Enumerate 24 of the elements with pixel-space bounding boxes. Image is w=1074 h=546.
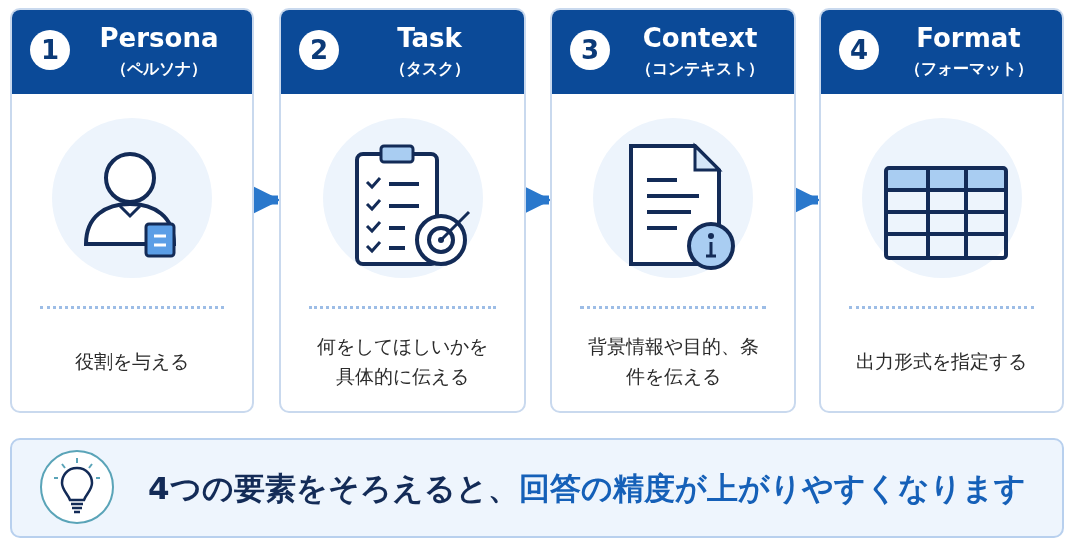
step-title: Persona: [98, 22, 220, 54]
step-number: 1: [30, 30, 70, 70]
summary-banner: [10, 438, 1064, 538]
step-description: 背景情報や目的、条件を伝える: [586, 334, 760, 389]
step-number: 3: [570, 30, 610, 70]
step-subtitle: （コンテキスト）: [635, 58, 765, 80]
step-card: [550, 8, 796, 413]
step-subtitle: （ペルソナ）: [110, 58, 208, 80]
step-card: [819, 8, 1064, 413]
step-description: 何をしてほしいかを具体的に伝える: [316, 334, 489, 389]
summary-text: 4つの要素をそろえると、回答の精度が上がりやすくなります: [148, 469, 1026, 508]
arrow: [524, 186, 552, 214]
step-title: Context: [641, 22, 759, 54]
step-description: 出力形式を指定する: [856, 349, 1027, 374]
step-number: 2: [299, 30, 339, 70]
arrow: [253, 186, 281, 214]
step-description: 役割を与える: [75, 349, 189, 374]
step-subtitle: （フォーマット）: [903, 58, 1034, 80]
step-title: Task: [396, 22, 463, 54]
step-number: 4: [839, 30, 879, 70]
step-card: [10, 8, 254, 413]
step-card: [279, 8, 526, 413]
step-subtitle: （タスク）: [388, 58, 471, 80]
step-title: Format: [915, 22, 1022, 54]
